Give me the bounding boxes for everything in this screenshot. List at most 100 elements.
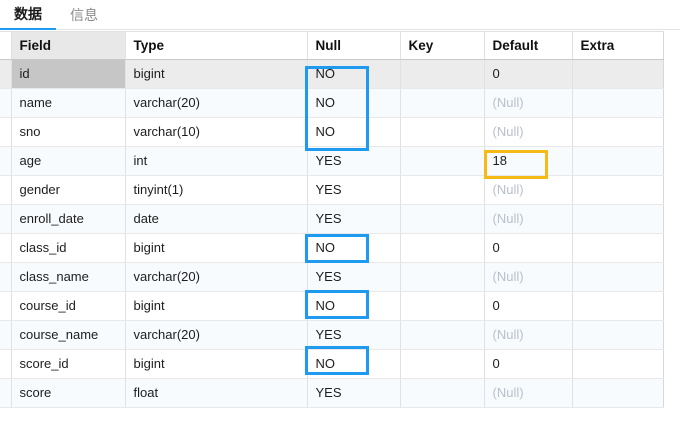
cell-key[interactable] [400, 117, 485, 147]
cell-null[interactable]: NO [307, 59, 401, 89]
cell-key[interactable] [400, 59, 485, 89]
row-handle[interactable] [0, 320, 12, 350]
cell-key[interactable] [400, 262, 485, 292]
cell-type[interactable]: varchar(20) [125, 320, 308, 350]
row-handle[interactable] [0, 233, 12, 263]
cell-null[interactable]: NO [307, 233, 401, 263]
cell-null[interactable]: YES [307, 320, 401, 350]
cell-extra[interactable] [572, 233, 664, 263]
cell-type[interactable]: tinyint(1) [125, 175, 308, 205]
cell-type[interactable]: bigint [125, 233, 308, 263]
cell-field[interactable]: score [11, 378, 126, 408]
cell-extra[interactable] [572, 146, 664, 176]
cell-type[interactable]: varchar(20) [125, 262, 308, 292]
cell-null[interactable]: NO [307, 117, 401, 147]
row-handle[interactable] [0, 204, 12, 234]
cell-key[interactable] [400, 349, 485, 379]
cell-extra[interactable] [572, 378, 664, 408]
cell-extra[interactable] [572, 175, 664, 205]
row-handle[interactable] [0, 59, 12, 89]
cell-null[interactable]: YES [307, 146, 401, 176]
cell-null[interactable]: NO [307, 88, 401, 118]
cell-default[interactable]: (Null) [484, 262, 573, 292]
column-header-type[interactable]: Type [125, 31, 308, 60]
column-header-null[interactable]: Null [307, 31, 401, 60]
row-handle[interactable] [0, 378, 12, 408]
cell-default[interactable]: (Null) [484, 320, 573, 350]
cell-default[interactable]: (Null) [484, 117, 573, 147]
cell-field[interactable]: age [11, 146, 126, 176]
column-header-extra[interactable]: Extra [572, 31, 664, 60]
cell-default[interactable]: (Null) [484, 175, 573, 205]
column-header-default[interactable]: Default [484, 31, 573, 60]
cell-type[interactable]: varchar(20) [125, 88, 308, 118]
column-header-field[interactable]: Field [11, 31, 126, 60]
cell-null[interactable]: NO [307, 349, 401, 379]
tab-info[interactable]: 信息 [56, 0, 112, 30]
cell-null[interactable]: YES [307, 175, 401, 205]
row-handle[interactable] [0, 88, 12, 118]
row-handle[interactable] [0, 117, 12, 147]
cell-type[interactable]: date [125, 204, 308, 234]
cell-null[interactable]: YES [307, 378, 401, 408]
cell-default[interactable]: 0 [484, 349, 573, 379]
cell-default[interactable]: 18 [484, 146, 573, 176]
column-header-key[interactable]: Key [400, 31, 485, 60]
cell-extra[interactable] [572, 88, 664, 118]
cell-field[interactable]: id [11, 59, 126, 89]
cell-field[interactable]: class_id [11, 233, 126, 263]
cell-default[interactable]: (Null) [484, 88, 573, 118]
cell-extra[interactable] [572, 262, 664, 292]
cell-field[interactable]: sno [11, 117, 126, 147]
cell-default[interactable]: (Null) [484, 204, 573, 234]
row-handle[interactable] [0, 349, 12, 379]
cell-type[interactable]: bigint [125, 59, 308, 89]
cell-null[interactable]: YES [307, 204, 401, 234]
cell-field[interactable]: course_id [11, 291, 126, 321]
row-handle[interactable] [0, 291, 12, 321]
cell-extra[interactable] [572, 204, 664, 234]
cell-null[interactable]: NO [307, 291, 401, 321]
cell-key[interactable] [400, 378, 485, 408]
cell-extra[interactable] [572, 291, 664, 321]
cell-type[interactable]: int [125, 146, 308, 176]
cell-default[interactable]: 0 [484, 233, 573, 263]
cell-extra[interactable] [572, 320, 664, 350]
cell-default[interactable]: 0 [484, 59, 573, 89]
cell-key[interactable] [400, 291, 485, 321]
cell-field[interactable]: class_name [11, 262, 126, 292]
row-handle[interactable] [0, 146, 12, 176]
cell-null[interactable]: YES [307, 262, 401, 292]
cell-default[interactable]: (Null) [484, 378, 573, 408]
cell-type[interactable]: bigint [125, 349, 308, 379]
cell-key[interactable] [400, 88, 485, 118]
cell-default[interactable]: 0 [484, 291, 573, 321]
cell-extra[interactable] [572, 349, 664, 379]
cell-field[interactable]: enroll_date [11, 204, 126, 234]
cell-key[interactable] [400, 204, 485, 234]
cell-field[interactable]: course_name [11, 320, 126, 350]
cell-field[interactable]: score_id [11, 349, 126, 379]
cell-field[interactable]: gender [11, 175, 126, 205]
cell-key[interactable] [400, 146, 485, 176]
cell-type[interactable]: varchar(10) [125, 117, 308, 147]
cell-extra[interactable] [572, 117, 664, 147]
tab-data[interactable]: 数据 [0, 0, 56, 30]
cell-type[interactable]: bigint [125, 291, 308, 321]
cell-key[interactable] [400, 320, 485, 350]
cell-key[interactable] [400, 233, 485, 263]
cell-key[interactable] [400, 175, 485, 205]
